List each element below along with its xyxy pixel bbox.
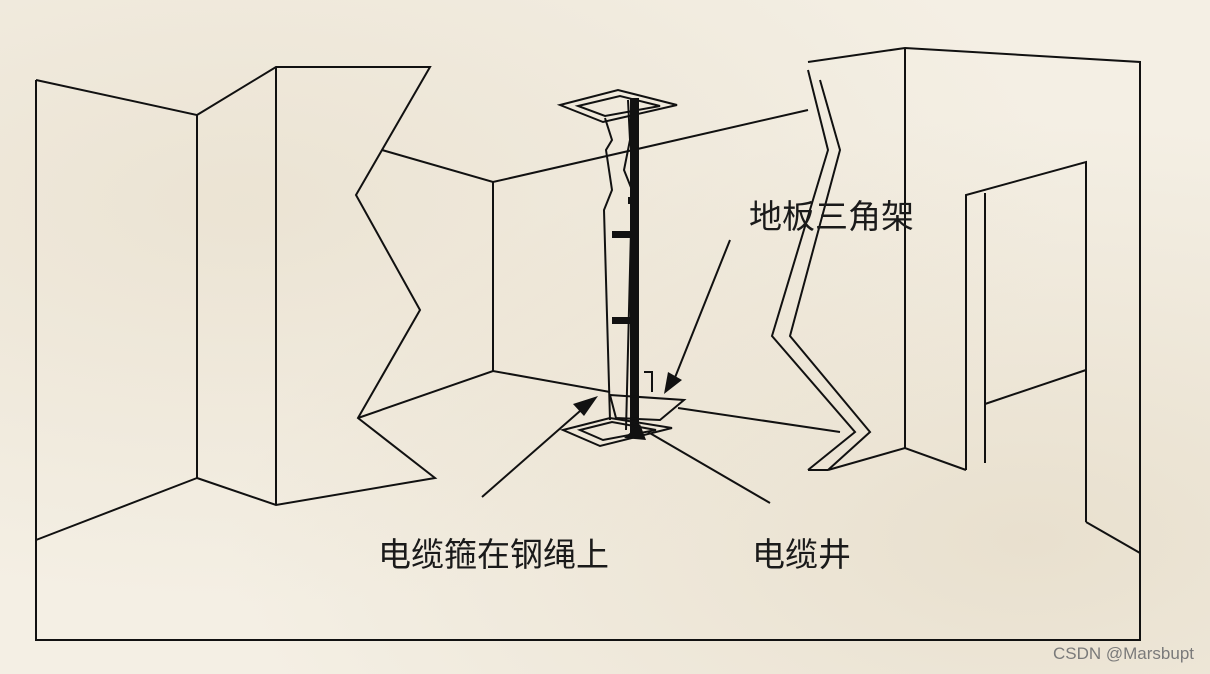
floor-opening bbox=[559, 416, 673, 448]
arrow-cable-hoop-line bbox=[481, 403, 589, 498]
pointer-cable-shaft-head bbox=[624, 424, 646, 440]
ceiling-opening bbox=[556, 88, 678, 124]
left-pillar-wall bbox=[196, 66, 438, 507]
doorway bbox=[965, 160, 1087, 522]
shaft-left-edge bbox=[602, 117, 614, 421]
watermark: CSDN @Marsbupt bbox=[1052, 644, 1194, 663]
outer-frame bbox=[35, 80, 1141, 641]
bracket-rung-1 bbox=[628, 197, 639, 204]
right-wall-broken-edge bbox=[770, 69, 857, 471]
floor-bracket-post bbox=[644, 371, 653, 392]
arrow-cable-hoop-head bbox=[573, 396, 598, 416]
bracket-rung-2 bbox=[612, 231, 639, 238]
back-wall-top bbox=[381, 109, 809, 184]
arrow-floor-bracket-head bbox=[664, 372, 682, 394]
right-wall-base bbox=[827, 446, 967, 471]
floor-opening-inner bbox=[576, 420, 657, 442]
doorway-lintel bbox=[984, 369, 1087, 405]
steel-rope bbox=[630, 98, 639, 433]
floor-bracket-plate bbox=[608, 393, 687, 422]
label-cable-shaft: 电缆井 bbox=[752, 535, 851, 574]
floor-left bbox=[357, 369, 611, 419]
label-cable-hoop-on-wire-rope: 电缆箍在钢绳上 bbox=[378, 535, 609, 574]
arrow-floor-bracket-line bbox=[671, 239, 731, 386]
ceiling-opening-inner bbox=[574, 94, 661, 118]
floor-right bbox=[677, 407, 841, 433]
left-wall bbox=[35, 79, 198, 541]
right-wall-broken-edge-inner bbox=[788, 79, 872, 471]
label-floor-bracket: 地板三角架 bbox=[749, 197, 914, 236]
bracket-rung-3 bbox=[612, 317, 639, 324]
pointer-cable-shaft-line bbox=[647, 431, 771, 504]
right-wall-block bbox=[807, 46, 1141, 555]
